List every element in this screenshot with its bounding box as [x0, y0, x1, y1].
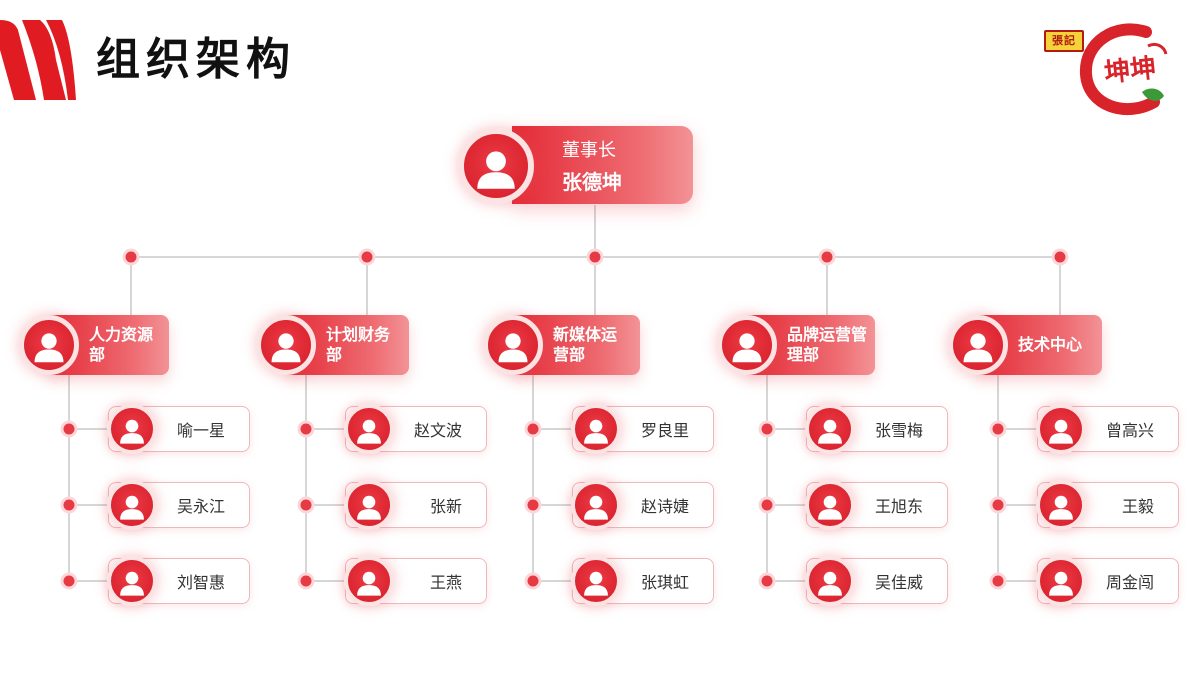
person-icon	[584, 419, 608, 444]
logo-swirl-icon	[1079, 23, 1168, 116]
member-avatar	[1036, 404, 1086, 454]
person-icon	[477, 150, 515, 189]
member-avatar	[107, 556, 157, 606]
member-name: 张琪虹	[640, 573, 689, 592]
member-avatar	[344, 480, 394, 530]
person-icon	[584, 495, 608, 520]
person-icon	[1049, 495, 1073, 520]
connector-dot	[989, 420, 1007, 438]
member-name: 周金闯	[1105, 573, 1154, 592]
member-avatar	[107, 480, 157, 530]
connector-dot	[524, 496, 542, 514]
person-icon	[732, 333, 762, 363]
chairman-name: 张德坤	[562, 170, 622, 194]
department-name: 技术中心	[1018, 335, 1083, 354]
department-name: 计划财务部	[326, 325, 391, 364]
department-name: 品牌运营管理部	[787, 325, 868, 364]
connector-dot	[1051, 248, 1069, 266]
member-avatar	[805, 556, 855, 606]
person-icon	[818, 419, 842, 444]
member-avatar	[344, 404, 394, 454]
connector-dot	[989, 496, 1007, 514]
department-name: 人力资源部	[89, 325, 154, 364]
member-name: 罗良里	[640, 421, 689, 440]
department-avatar	[948, 315, 1008, 375]
person-icon	[818, 495, 842, 520]
person-icon	[120, 571, 144, 596]
department-avatar	[256, 315, 316, 375]
connector-dot	[60, 496, 78, 514]
brand-logo: 張記 坤坤	[1042, 22, 1172, 122]
person-icon	[1049, 419, 1073, 444]
member-avatar	[805, 480, 855, 530]
member-name: 王燕	[429, 573, 462, 592]
member-name: 曾高兴	[1105, 421, 1154, 440]
member-avatar	[571, 480, 621, 530]
member-name: 张雪梅	[874, 421, 923, 440]
logo-badge: 張記	[1044, 30, 1084, 52]
person-icon	[357, 419, 381, 444]
person-icon	[120, 419, 144, 444]
connector-dot	[989, 572, 1007, 590]
person-icon	[357, 495, 381, 520]
connector-dot	[60, 420, 78, 438]
department-avatar	[483, 315, 543, 375]
member-avatar	[805, 404, 855, 454]
person-icon	[963, 333, 993, 363]
member-name: 王毅	[1121, 497, 1154, 516]
member-avatar	[107, 404, 157, 454]
department-name: 新媒体运营部	[553, 325, 618, 364]
connector-dot	[524, 572, 542, 590]
member-name: 张新	[429, 497, 462, 516]
department-avatar	[717, 315, 777, 375]
connector-dot	[297, 496, 315, 514]
member-avatar	[1036, 556, 1086, 606]
decorative-stripes	[0, 20, 76, 100]
member-name: 吴永江	[176, 497, 225, 516]
member-avatar	[571, 404, 621, 454]
member-name: 赵文波	[413, 421, 462, 440]
connector-dot	[297, 572, 315, 590]
connector-dot	[586, 248, 604, 266]
department-avatar	[19, 315, 79, 375]
member-avatar	[571, 556, 621, 606]
person-icon	[271, 333, 301, 363]
connector-dot	[524, 420, 542, 438]
connector-dot	[122, 248, 140, 266]
person-icon	[498, 333, 528, 363]
chairman-avatar	[458, 128, 534, 204]
connector-dot	[758, 420, 776, 438]
member-name: 王旭东	[874, 497, 923, 516]
person-icon	[357, 571, 381, 596]
member-name: 吴佳威	[874, 573, 923, 592]
member-avatar	[344, 556, 394, 606]
connector-dot	[758, 572, 776, 590]
connector-dot	[297, 420, 315, 438]
member-name: 喻一星	[176, 421, 225, 440]
chairman-title: 董事长	[562, 140, 616, 161]
member-name: 刘智惠	[176, 573, 225, 592]
member-name: 赵诗婕	[640, 497, 689, 516]
person-icon	[34, 333, 64, 363]
person-icon	[120, 495, 144, 520]
connector-dot	[818, 248, 836, 266]
person-icon	[818, 571, 842, 596]
person-icon	[584, 571, 608, 596]
connector-dot	[60, 572, 78, 590]
connector-dot	[358, 248, 376, 266]
page-title: 组织架构	[96, 34, 296, 85]
chairman-card[interactable]: 董事长 张德坤	[512, 126, 693, 204]
member-avatar	[1036, 480, 1086, 530]
person-icon	[1049, 571, 1073, 596]
connector-dot	[758, 496, 776, 514]
